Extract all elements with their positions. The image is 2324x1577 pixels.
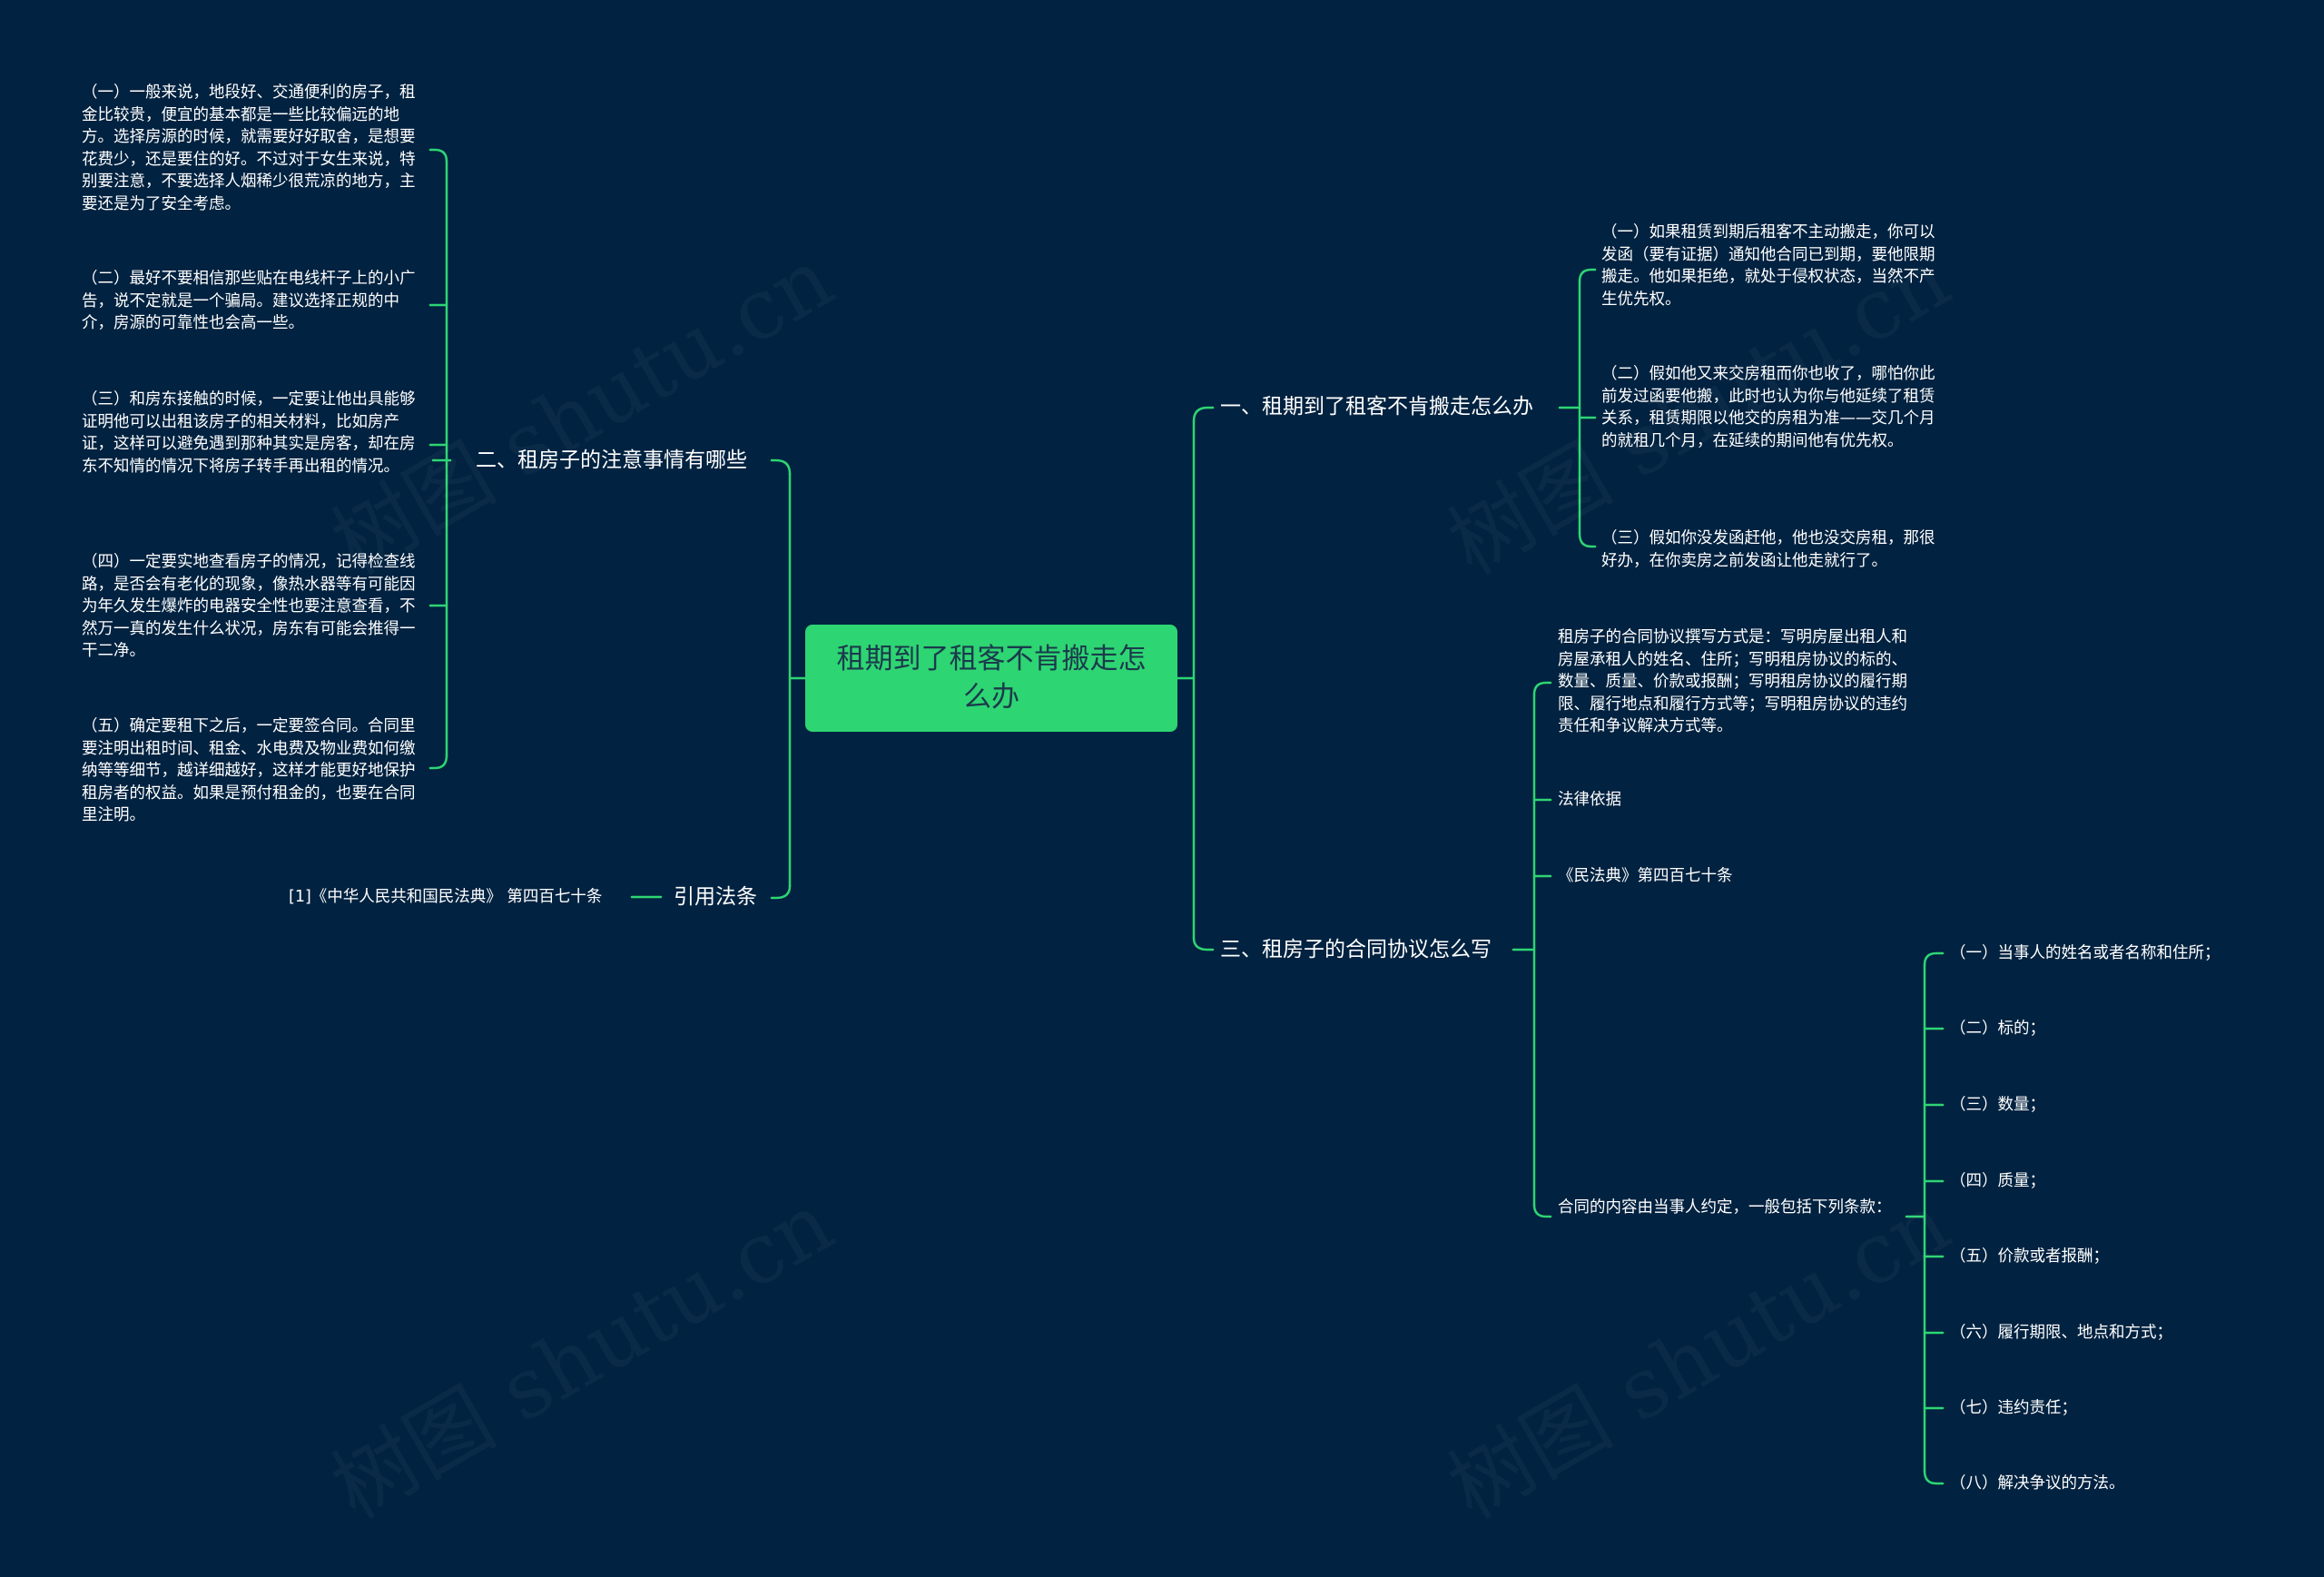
connector-b3-leaf1: [1532, 681, 1552, 696]
leaf-b2-1[interactable]: （一）一般来说，地段好、交通便利的房子，租金比较贵，便宜的基本都是一些比较偏远的…: [82, 84, 416, 213]
branch-topic-3[interactable]: 三、租房子的合同协议怎么写: [1220, 938, 1492, 961]
connector-b4: [770, 884, 792, 900]
clause-item[interactable]: （七）违约责任；: [1950, 1399, 2077, 1417]
leaf-b3-2[interactable]: 法律依据: [1558, 791, 1621, 809]
root-topic[interactable]: 租期到了租客不肯搬走怎么办: [805, 625, 1177, 732]
connector-clause-1: [1923, 951, 1945, 967]
leaf-b3-4[interactable]: 合同的内容由当事人约定，一般包括下列条款：: [1558, 1198, 1892, 1217]
clause-item[interactable]: （三）数量；: [1950, 1096, 2045, 1114]
clause-item[interactable]: （八）解决争议的方法。: [1950, 1474, 2125, 1493]
leaf-b3-3[interactable]: 《民法典》第四百七十条: [1558, 867, 1733, 885]
connector-clause-8: [1923, 1469, 1945, 1485]
clause-item[interactable]: （一）当事人的姓名或者名称和住所；: [1950, 944, 2221, 962]
connector-b3-leaf4: [1532, 1203, 1552, 1218]
leaf-b1-1[interactable]: （一）如果租赁到期后租客不主动搬走，你可以发函（要有证据）通知他合同已到期，要他…: [1601, 223, 1935, 309]
leaf-b1-3[interactable]: （三）假如你没发函赶他，他也没交房租，那很好办，在你卖房之前发函让他走就行了。: [1601, 529, 1935, 570]
clause-item[interactable]: （二）标的；: [1950, 1020, 2045, 1038]
clause-item[interactable]: （六）履行期限、地点和方式；: [1950, 1324, 2172, 1342]
leaf-b3-1[interactable]: 租房子的合同协议撰写方式是：写明房屋出租人和房屋承租人的姓名、住所；写明租房协议…: [1558, 628, 1907, 735]
leaf-b4-1[interactable]: [1]《中华人民共和国民法典》 第四百七十条: [289, 888, 603, 906]
connector-b3: [1192, 936, 1215, 951]
leaf-b2-5[interactable]: （五）确定要租下之后，一定要签合同。合同里要注明出租时间、租金、水电费及物业费如…: [82, 717, 416, 824]
connector-b1-leaf3: [1578, 532, 1597, 548]
clause-item[interactable]: （五）价款或者报酬；: [1950, 1247, 2109, 1266]
branch-topic-4[interactable]: 引用法条: [674, 885, 757, 909]
clause-item[interactable]: （四）质量；: [1950, 1172, 2045, 1190]
branch-topic-1[interactable]: 一、租期到了租客不肯搬走怎么办: [1220, 395, 1533, 419]
leaf-b2-3[interactable]: （三）和房东接触的时候，一定要让他出具能够证明他可以出租该房子的相关材料，比如房…: [82, 390, 416, 476]
branch-topic-2[interactable]: 二、租房子的注意事情有哪些: [476, 448, 747, 472]
leaf-b2-2[interactable]: （二）最好不要相信那些贴在电线杆子上的小广告，说不定就是一个骗局。建议选择正规的…: [82, 270, 416, 332]
connector-b2-leaf5: [428, 754, 448, 770]
leaf-b2-4[interactable]: （四）一定要实地查看房子的情况，记得检查线路，是否会有老化的现象，像热水器等有可…: [82, 553, 416, 660]
leaf-b1-2[interactable]: （二）假如他又来交房租而你也收了，哪怕你此前发过函要他搬，此时也认为你与他延续了…: [1601, 365, 1935, 450]
connector-b2-leaf1: [428, 148, 448, 163]
root-topic-label: 租期到了租客不肯搬走怎么办: [836, 643, 1147, 714]
connector-b1-leaf1: [1578, 268, 1597, 283]
connector-b2: [770, 458, 792, 476]
connector-b1: [1192, 406, 1215, 423]
